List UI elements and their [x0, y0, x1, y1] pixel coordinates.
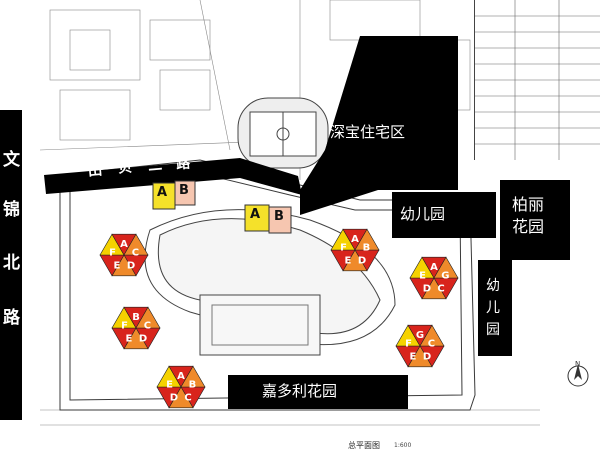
- shenbao-block: [300, 36, 458, 215]
- west-road-char-2: 锦: [3, 200, 20, 220]
- tower-unit-letter: F: [109, 247, 116, 258]
- baili-label-line1: 柏丽: [512, 195, 545, 214]
- tower-unit-letter: C: [132, 247, 139, 258]
- tower-unit-letter: E: [126, 334, 133, 345]
- north-road-char-1: 田: [87, 162, 103, 180]
- jiaduoli-block: [228, 375, 408, 409]
- ab-left-a: A: [157, 185, 168, 200]
- baili-label-line2: 花园: [512, 217, 545, 236]
- tower-unit-letter: A: [351, 234, 359, 245]
- info-table: [474, 0, 600, 160]
- west-road-char-3: 北: [3, 253, 20, 273]
- basketball-court: [237, 97, 329, 169]
- north-road: [44, 158, 302, 195]
- tower-unit-letter: E: [419, 270, 426, 281]
- north-mark: N: [575, 360, 581, 368]
- tower-wing: [180, 365, 206, 388]
- tower-unit-letter: D: [423, 352, 431, 363]
- kindergarten-right-char-2: 儿: [486, 300, 500, 316]
- ab-label-center: [244, 204, 292, 234]
- tower-unit-letter: G: [441, 270, 449, 281]
- tower-unit-letter: D: [127, 261, 135, 272]
- tower-wing: [135, 306, 161, 329]
- west-road-char-4: 路: [3, 308, 20, 328]
- ab-center-a: A: [250, 207, 261, 222]
- tower-unit-letter: E: [410, 352, 417, 363]
- tower-unit-letter: A: [120, 239, 128, 250]
- tower-unit-letter: A: [430, 262, 438, 273]
- tower-wing: [354, 228, 380, 251]
- tower-unit-letter: D: [423, 284, 431, 295]
- tower-unit-letter: D: [139, 334, 147, 345]
- tower-unit-letter: C: [428, 338, 435, 349]
- ab-center-b: B: [274, 209, 284, 224]
- tower-unit-letter: F: [340, 242, 347, 253]
- central-garden: [157, 218, 381, 335]
- tower-wing: [433, 256, 459, 279]
- ab-left-b: B: [179, 183, 189, 198]
- tower-unit-letter: C: [144, 320, 151, 331]
- tower-unit-letter: B: [132, 312, 140, 323]
- black-blocks: [0, 36, 570, 420]
- tower-unit-letter: E: [114, 261, 121, 272]
- tower-unit-letter: D: [170, 393, 178, 404]
- tower-wing: [419, 324, 445, 347]
- tower-unit-letter: A: [177, 371, 185, 382]
- kindergarten-right-char-3: 园: [486, 322, 500, 338]
- tower-unit-letter: F: [121, 320, 128, 331]
- tower-unit-letter: B: [363, 242, 371, 253]
- tower-unit-letter: G: [416, 330, 424, 341]
- tower-unit-letter: D: [358, 256, 366, 267]
- kindergarten-top-block: [392, 192, 496, 238]
- tower-unit-letter: F: [405, 338, 412, 349]
- kindergarten-right-block: [478, 260, 512, 356]
- tower-unit-letter: B: [189, 379, 197, 390]
- kindergarten-top-label: 幼儿园: [400, 205, 446, 223]
- drawing-title: 总平面图: [348, 441, 380, 450]
- shenbao-label: 深宝住宅区: [330, 123, 406, 141]
- underground-garage: [199, 294, 321, 356]
- west-road-char-1: 文: [3, 150, 20, 170]
- north-road-char-3: 二: [147, 157, 163, 175]
- tower-unit-letter: E: [345, 256, 352, 267]
- drawing-scale: 1:600: [394, 442, 412, 449]
- ab-label-left: [152, 180, 196, 210]
- north-arrow-icon: [567, 364, 589, 387]
- tower-unit-letter: C: [437, 284, 444, 295]
- kindergarten-right-char-1: 幼: [486, 278, 500, 294]
- baili-block: [500, 180, 570, 260]
- jiaduoli-label: 嘉多利花园: [262, 382, 338, 400]
- west-road: [0, 110, 22, 420]
- tower-unit-letter: E: [166, 379, 173, 390]
- tower-unit-letter: C: [184, 393, 191, 404]
- north-road-char-2: 贝: [117, 159, 133, 177]
- tower-wing: [123, 233, 149, 256]
- north-road-char-4: 路: [175, 155, 191, 173]
